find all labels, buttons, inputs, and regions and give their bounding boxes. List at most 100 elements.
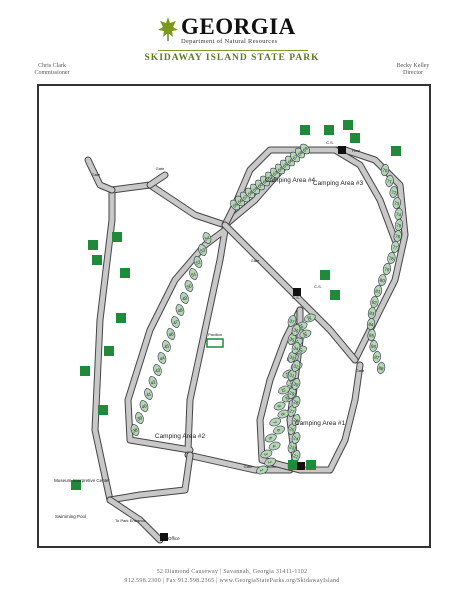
campsite: 6 [273,425,285,435]
campsite-number: 64 [277,166,284,173]
campsite-number: 77 [392,245,398,251]
campsite-pad [202,232,212,244]
campsite-number: 61 [262,178,269,185]
campsite-pad [148,376,158,388]
campsite: 50 [184,280,194,292]
commissioner-title: Commissioner [34,70,70,76]
campsite: 52 [193,256,203,268]
campsite-pad [273,425,285,435]
campsite: 88 [377,361,386,375]
campsite: 86 [369,339,378,353]
campsite-pad [300,143,310,155]
gate-label: Gate [92,172,101,177]
campsite-number: 63 [272,170,279,177]
campsite: 85 [367,328,376,342]
campsite-number: 73 [394,201,400,207]
campsite-number: 82 [371,300,377,306]
accessible-icon [391,146,401,156]
campsite-number: 24 [293,435,300,442]
campsite-number: 12 [289,379,296,386]
campsite-pad [287,351,297,363]
campsite: 54 [202,232,212,244]
campsite-number: 31 [289,372,296,379]
campsite-pad [291,414,301,426]
campsite-number: 19 [298,323,305,330]
campsite-pad [171,316,180,328]
gate-label: Gate [156,166,165,171]
restroom-icon [320,270,330,280]
gate-label: Gate [356,368,365,373]
campsite-number: 51 [190,271,197,278]
campsite: 9 [273,401,286,411]
campsite-number: 4 [271,444,277,449]
campsite: 23 [287,441,297,453]
pavilion-icon [206,338,224,348]
campsite-number: 7 [272,420,278,425]
campsite: 44 [157,352,167,364]
campsite-number: 69 [302,146,309,153]
campsite-pad [135,412,144,424]
campsite-number: 18 [302,331,309,338]
campsite-number: 43 [154,367,161,374]
campsite-number: 88 [378,366,384,372]
campsite-number: 22 [293,453,300,460]
campsite-number: 58 [247,190,254,197]
campsite-pad [378,273,387,287]
campsite-pad [291,378,301,390]
campsite: 35 [287,333,297,345]
pool-label: Swimming Pool [55,514,86,519]
campsite-pad [193,256,203,268]
campsite-number: 78 [388,256,394,262]
campsite-number: 38 [132,427,139,434]
campsite: 79 [382,262,392,276]
road [107,452,193,503]
campsite-number: 70 [382,168,388,174]
campsite-number: 57 [242,194,249,201]
campsite-pad [198,244,207,256]
camping-area-4-label: Camping Area #4 [265,177,316,184]
campsite-number: 59 [252,186,259,193]
campsites: 1234567891011121314151617181920212223242… [130,143,404,475]
campsite-number: 55 [232,202,239,209]
campsite-number: 10 [284,395,291,402]
campsite-number: 35 [289,336,296,343]
campsite: 82 [370,295,379,309]
campsite-pad [269,417,282,427]
campsite-number: 49 [181,295,188,302]
campsite-number: 44 [159,355,166,362]
campsite: 25 [287,423,297,435]
washer-icon [306,460,316,470]
header-rule [158,50,308,51]
campsite: 72 [389,185,398,199]
campsite: 31 [287,369,297,381]
campsite-pad [366,317,376,331]
campsite-number: 16 [297,347,304,354]
campsite-pad [144,388,153,400]
campsite: 37 [287,315,297,327]
campsite: 8 [277,409,290,419]
accessible-icon [88,240,98,250]
campsite-number: 50 [186,283,193,290]
restroom-icon [80,366,90,376]
campsite-pad [287,369,297,381]
restroom-icon [288,460,298,470]
road [222,147,308,228]
cs-label: C.S. [314,284,322,289]
campsite: 53 [198,244,207,256]
campsite-number: 20 [306,315,313,322]
campsite-pad [166,328,176,340]
gate-label: Gate [251,258,260,263]
host-marker [338,146,346,154]
campsite-pad [291,342,301,354]
campsite-number: 81 [375,289,381,295]
campsite: 77 [391,240,400,254]
picnic-icon [104,346,114,356]
pavilion-label: Pavilion [208,332,222,337]
director-block: Becky Kelley Director [383,63,443,77]
campsite-number: 79 [384,267,390,273]
commissioner-block: Chris Clark Commissioner [22,63,82,77]
campsite: 41 [144,388,153,400]
office-marker [160,533,168,541]
campsite-pad [369,339,378,353]
